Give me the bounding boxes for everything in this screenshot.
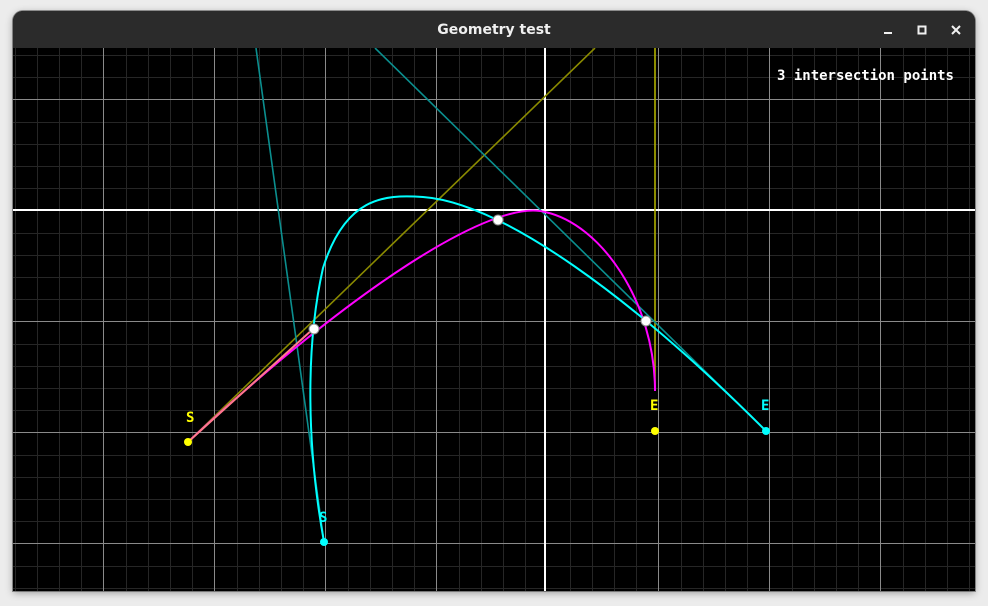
- title-bar[interactable]: Geometry test: [13, 11, 975, 48]
- tangent-yellow-start: [187, 48, 596, 443]
- cyan-end-handle[interactable]: [762, 427, 770, 435]
- close-icon: [951, 25, 961, 35]
- close-button[interactable]: [945, 19, 967, 41]
- yellow-end-handle[interactable]: [651, 427, 659, 435]
- geometry-drawing: S E S E 3 intersection points: [13, 48, 975, 591]
- curve-overlap-segment: [187, 328, 314, 443]
- grid-major: [13, 48, 975, 591]
- minimize-button[interactable]: [877, 19, 899, 41]
- window-title: Geometry test: [437, 21, 551, 38]
- yellow-end-label: E: [650, 398, 658, 414]
- intersection-points: [308, 214, 652, 335]
- cyan-start-handle[interactable]: [320, 538, 328, 546]
- cyan-end-label: E: [761, 398, 769, 414]
- maximize-button[interactable]: [911, 19, 933, 41]
- window-controls: [877, 19, 967, 41]
- maximize-icon: [917, 25, 927, 35]
- cyan-start-label: S: [319, 510, 327, 526]
- intersection-point: [640, 315, 652, 327]
- minimize-icon: [884, 32, 892, 34]
- intersection-point: [308, 323, 320, 335]
- curve-magenta: [187, 209, 656, 443]
- intersection-point: [492, 214, 504, 226]
- curve-cyan: [309, 195, 767, 543]
- grid-minor: [13, 48, 975, 591]
- app-window: Geometry test: [13, 11, 975, 591]
- tangent-cyan-end: [374, 48, 767, 432]
- axes: [13, 48, 975, 591]
- geometry-canvas[interactable]: S E S E 3 intersection points: [13, 48, 975, 591]
- intersection-count-text: 3 intersection points: [777, 68, 954, 84]
- yellow-start-label: S: [186, 410, 194, 426]
- yellow-start-handle[interactable]: [184, 438, 192, 446]
